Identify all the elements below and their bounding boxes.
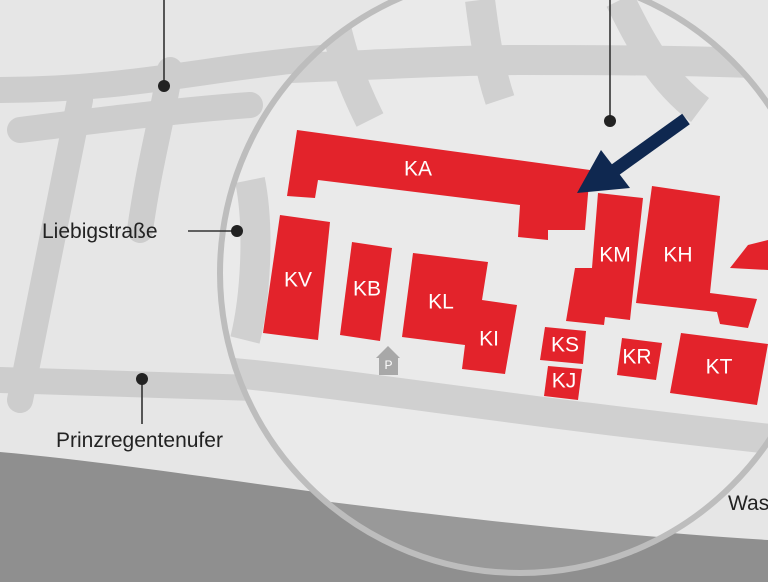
label-KB: KB bbox=[353, 278, 381, 301]
building-KL[interactable] bbox=[402, 253, 517, 374]
direction-arrow-icon bbox=[577, 113, 690, 193]
label-KJ: KJ bbox=[552, 370, 577, 393]
building-KV[interactable] bbox=[263, 215, 330, 340]
building-KH[interactable] bbox=[636, 186, 757, 328]
building-KM[interactable] bbox=[566, 193, 643, 325]
parking-garage-icon[interactable]: P bbox=[376, 346, 400, 375]
building-KS[interactable] bbox=[540, 327, 586, 364]
label-KS: KS bbox=[551, 334, 579, 357]
label-KM: KM bbox=[599, 244, 631, 267]
label-KL: KL bbox=[428, 291, 454, 314]
building-KA[interactable] bbox=[287, 130, 590, 240]
building-KR[interactable] bbox=[617, 338, 662, 380]
building-KT[interactable] bbox=[670, 333, 768, 405]
street-label-prinzregentenufer: Prinzregentenufer bbox=[56, 429, 223, 452]
leader-lines bbox=[136, 0, 616, 424]
label-KR: KR bbox=[622, 346, 651, 369]
building-KB[interactable] bbox=[340, 242, 392, 341]
parking-symbol-text: P bbox=[384, 358, 392, 372]
label-KA: KA bbox=[404, 158, 432, 181]
street-label-wasser: Was bbox=[728, 492, 768, 515]
label-KV: KV bbox=[284, 269, 312, 292]
label-KI: KI bbox=[479, 328, 499, 351]
building-labels: KA KV KB KL KI KS KJ KR KT KM KH bbox=[284, 158, 733, 393]
buildings bbox=[263, 130, 768, 405]
label-KT: KT bbox=[706, 356, 733, 379]
label-KH: KH bbox=[663, 244, 692, 267]
building-KJ[interactable] bbox=[544, 366, 582, 400]
building-KH-annex[interactable] bbox=[730, 240, 768, 270]
street-label-liebigstrasse: Liebigstraße bbox=[42, 220, 158, 243]
street-labels: Liebigstraße Prinzregentenufer Was bbox=[42, 220, 768, 515]
